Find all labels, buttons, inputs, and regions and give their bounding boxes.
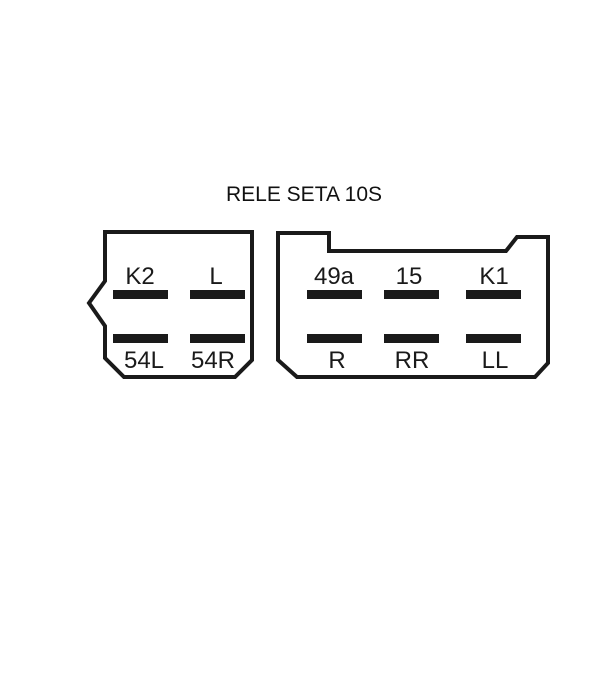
pin-15 xyxy=(384,290,439,299)
label-k1: K1 xyxy=(479,263,508,290)
label-l: L xyxy=(209,263,222,290)
pin-49a xyxy=(307,290,362,299)
left-connector-outline xyxy=(86,230,254,379)
pin-54l xyxy=(113,334,168,343)
pin-l xyxy=(190,290,245,299)
label-rr: RR xyxy=(395,347,430,374)
pin-rr xyxy=(384,334,439,343)
label-15: 15 xyxy=(396,263,423,290)
diagram-title: RELE SETA 10S xyxy=(225,183,383,206)
label-ll: LL xyxy=(482,347,509,374)
label-r: R xyxy=(328,347,345,374)
pin-ll xyxy=(466,334,521,343)
left-connector: K2 L 54L 54R xyxy=(86,230,254,379)
pin-54r xyxy=(190,334,245,343)
label-54r: 54R xyxy=(191,347,235,374)
label-k2: K2 xyxy=(125,263,154,290)
pin-k2 xyxy=(113,290,168,299)
pin-r xyxy=(307,334,362,343)
label-49a: 49a xyxy=(314,263,355,290)
right-connector: 49a 15 K1 R RR LL xyxy=(276,231,550,379)
pin-k1 xyxy=(466,290,521,299)
label-54l: 54L xyxy=(124,347,164,374)
right-connector-outline xyxy=(276,231,550,379)
